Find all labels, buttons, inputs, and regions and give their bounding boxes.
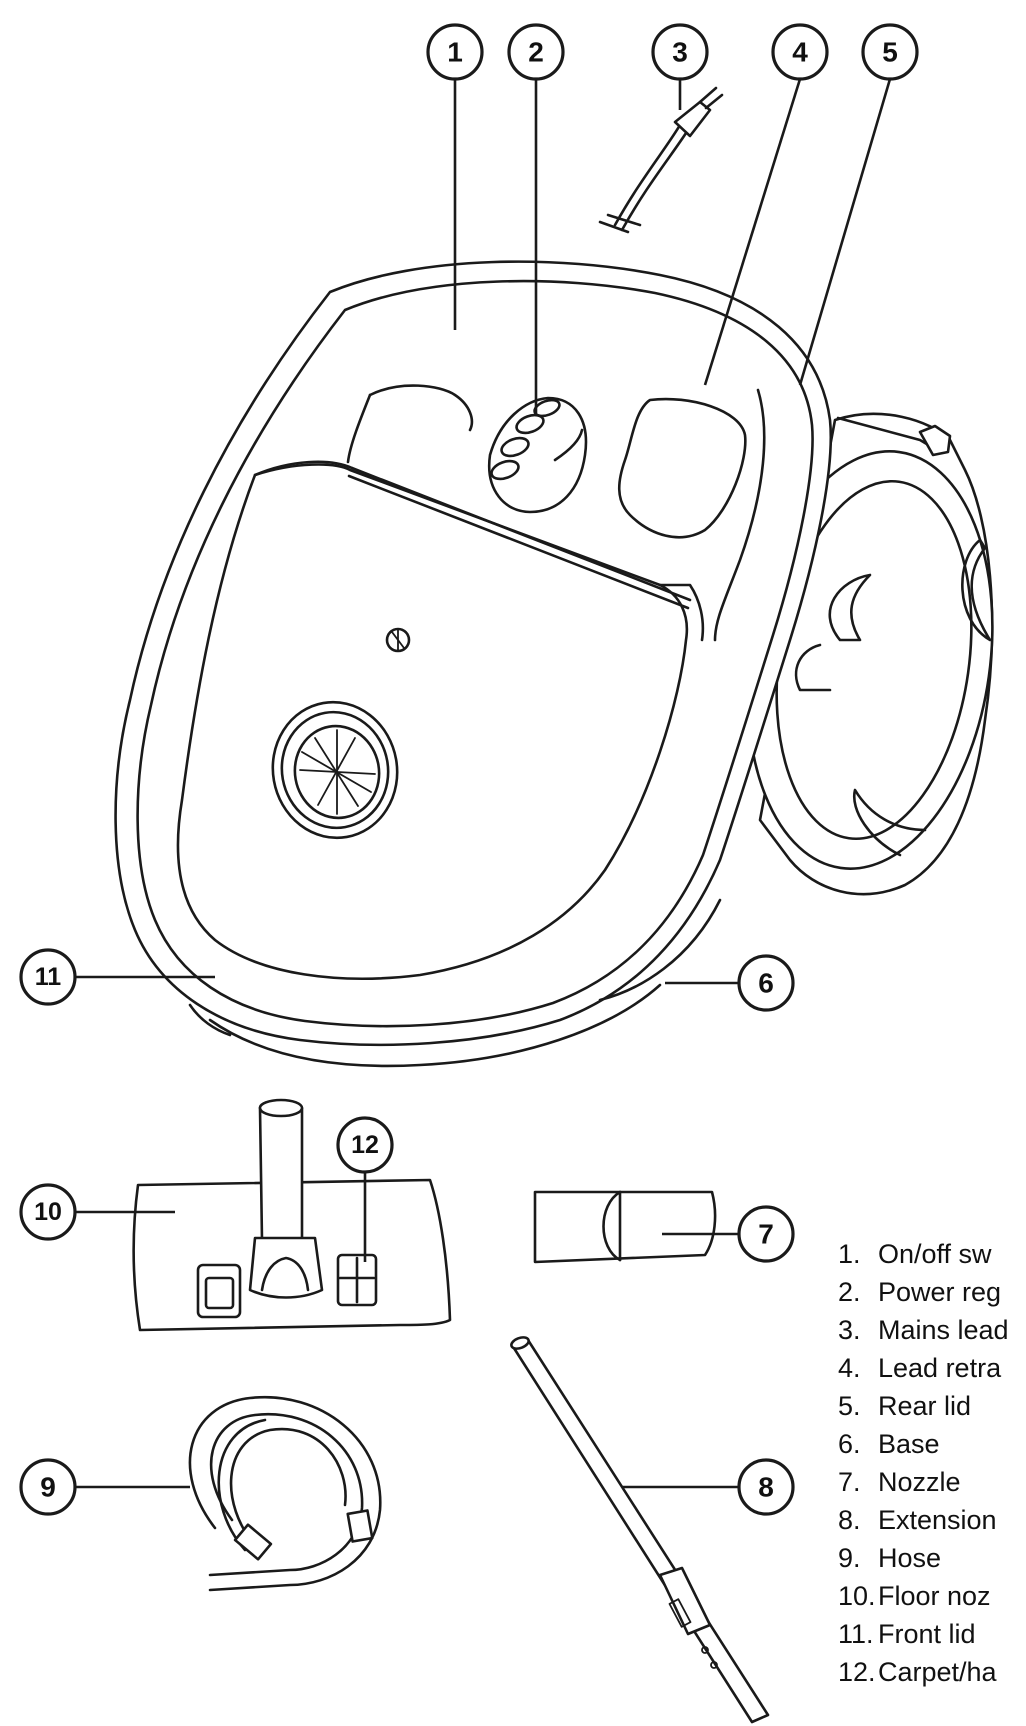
callout-7-label: 7 (758, 1219, 774, 1250)
legend-item-number: 9. (838, 1543, 861, 1573)
callout-8: 8 (737, 1458, 795, 1516)
legend-item-text: Carpet/ha (878, 1657, 997, 1687)
callout-5: 5 (861, 23, 919, 81)
legend-item-text: Nozzle (878, 1467, 961, 1497)
parts-legend: 1. On/off sw 2. Power reg 3. Mains lead 4. L… (838, 1235, 1026, 1705)
legend-item-number: 6. (838, 1429, 861, 1459)
legend-item-text: Lead retra (878, 1353, 1002, 1383)
legend-item-number: 5. (838, 1391, 861, 1421)
lid-latch-screw (385, 627, 411, 653)
legend-item-number: 2. (838, 1277, 861, 1307)
legend-item: 6. Base (838, 1425, 1026, 1463)
legend-item-number: 11. (838, 1619, 874, 1649)
callout-3: 3 (651, 23, 709, 81)
power-regulator-knob (487, 396, 588, 514)
legend-item: 7. Nozzle (838, 1463, 1026, 1501)
callout-1: 1 (426, 23, 484, 81)
callout-10-label: 10 (34, 1198, 62, 1226)
callout-3-label: 3 (672, 37, 688, 68)
callout-10: 10 (19, 1183, 77, 1241)
callout-1-label: 1 (447, 37, 463, 68)
legend-item-number: 4. (838, 1353, 861, 1383)
front-lid-panel (176, 463, 689, 980)
callout-9-label: 9 (40, 1472, 56, 1503)
legend-item-text: Hose (878, 1543, 942, 1573)
coiled-hose (188, 1395, 382, 1592)
vacuum-cleaner-body (114, 260, 994, 1068)
crevice-nozzle (533, 1190, 717, 1264)
legend-item: 8. Extension (838, 1501, 1026, 1539)
legend-item: 12.Carpet/ha (838, 1653, 1026, 1691)
legend-item-number: 10. (838, 1581, 876, 1611)
carpet-hard-floor-switch (336, 1253, 378, 1307)
legend-item-text: On/off sw (878, 1239, 992, 1269)
legend-item-text: Floor noz (878, 1581, 991, 1611)
legend-item: 1. On/off sw (838, 1235, 1026, 1273)
legend-item: 11.Front lid (838, 1615, 1026, 1653)
legend-item-text: Extension (878, 1505, 997, 1535)
base-edge (208, 983, 662, 1068)
leader-lines (75, 78, 892, 1489)
legend-item: 3. Mains lead (838, 1311, 1026, 1349)
legend-item-text: Mains lead (878, 1315, 1009, 1345)
callout-11: 11 (19, 948, 77, 1006)
callout-11-label: 11 (35, 963, 62, 991)
floor-nozzle (132, 1098, 452, 1332)
callout-2-label: 2 (528, 37, 544, 68)
hose-inlet (271, 700, 399, 840)
legend-item: 10.Floor noz (838, 1577, 1026, 1615)
callout-4-label: 4 (792, 37, 808, 68)
legend-item-text: Front lid (878, 1619, 976, 1649)
legend-item-number: 8. (838, 1505, 861, 1535)
legend-item-number: 7. (838, 1467, 861, 1497)
callout-2: 2 (507, 23, 565, 81)
legend-item: 4. Lead retra (838, 1349, 1026, 1387)
callout-12-label: 12 (351, 1131, 379, 1159)
callout-6: 6 (737, 954, 795, 1012)
legend-item-number: 3. (838, 1315, 861, 1345)
callout-8-label: 8 (758, 1472, 774, 1503)
legend-item: 9. Hose (838, 1539, 1026, 1577)
legend-item-number: 12. (838, 1657, 876, 1687)
legend-item-text: Power reg (878, 1277, 1002, 1307)
legend-item-text: Base (878, 1429, 940, 1459)
legend-item-text: Rear lid (878, 1391, 972, 1421)
callout-6-label: 6 (758, 968, 774, 999)
mains-lead-plug (598, 86, 724, 234)
lead-retract-pedal-shape (617, 397, 747, 539)
legend-item: 5. Rear lid (838, 1387, 1026, 1425)
callout-7: 7 (737, 1205, 795, 1263)
callout-9: 9 (19, 1458, 77, 1516)
legend-item: 2. Power reg (838, 1273, 1026, 1311)
callout-12: 12 (336, 1116, 394, 1174)
extension-tube (510, 1336, 770, 1724)
callout-5-label: 5 (882, 37, 898, 68)
legend-item-number: 1. (838, 1239, 861, 1269)
callout-4: 4 (771, 23, 829, 81)
